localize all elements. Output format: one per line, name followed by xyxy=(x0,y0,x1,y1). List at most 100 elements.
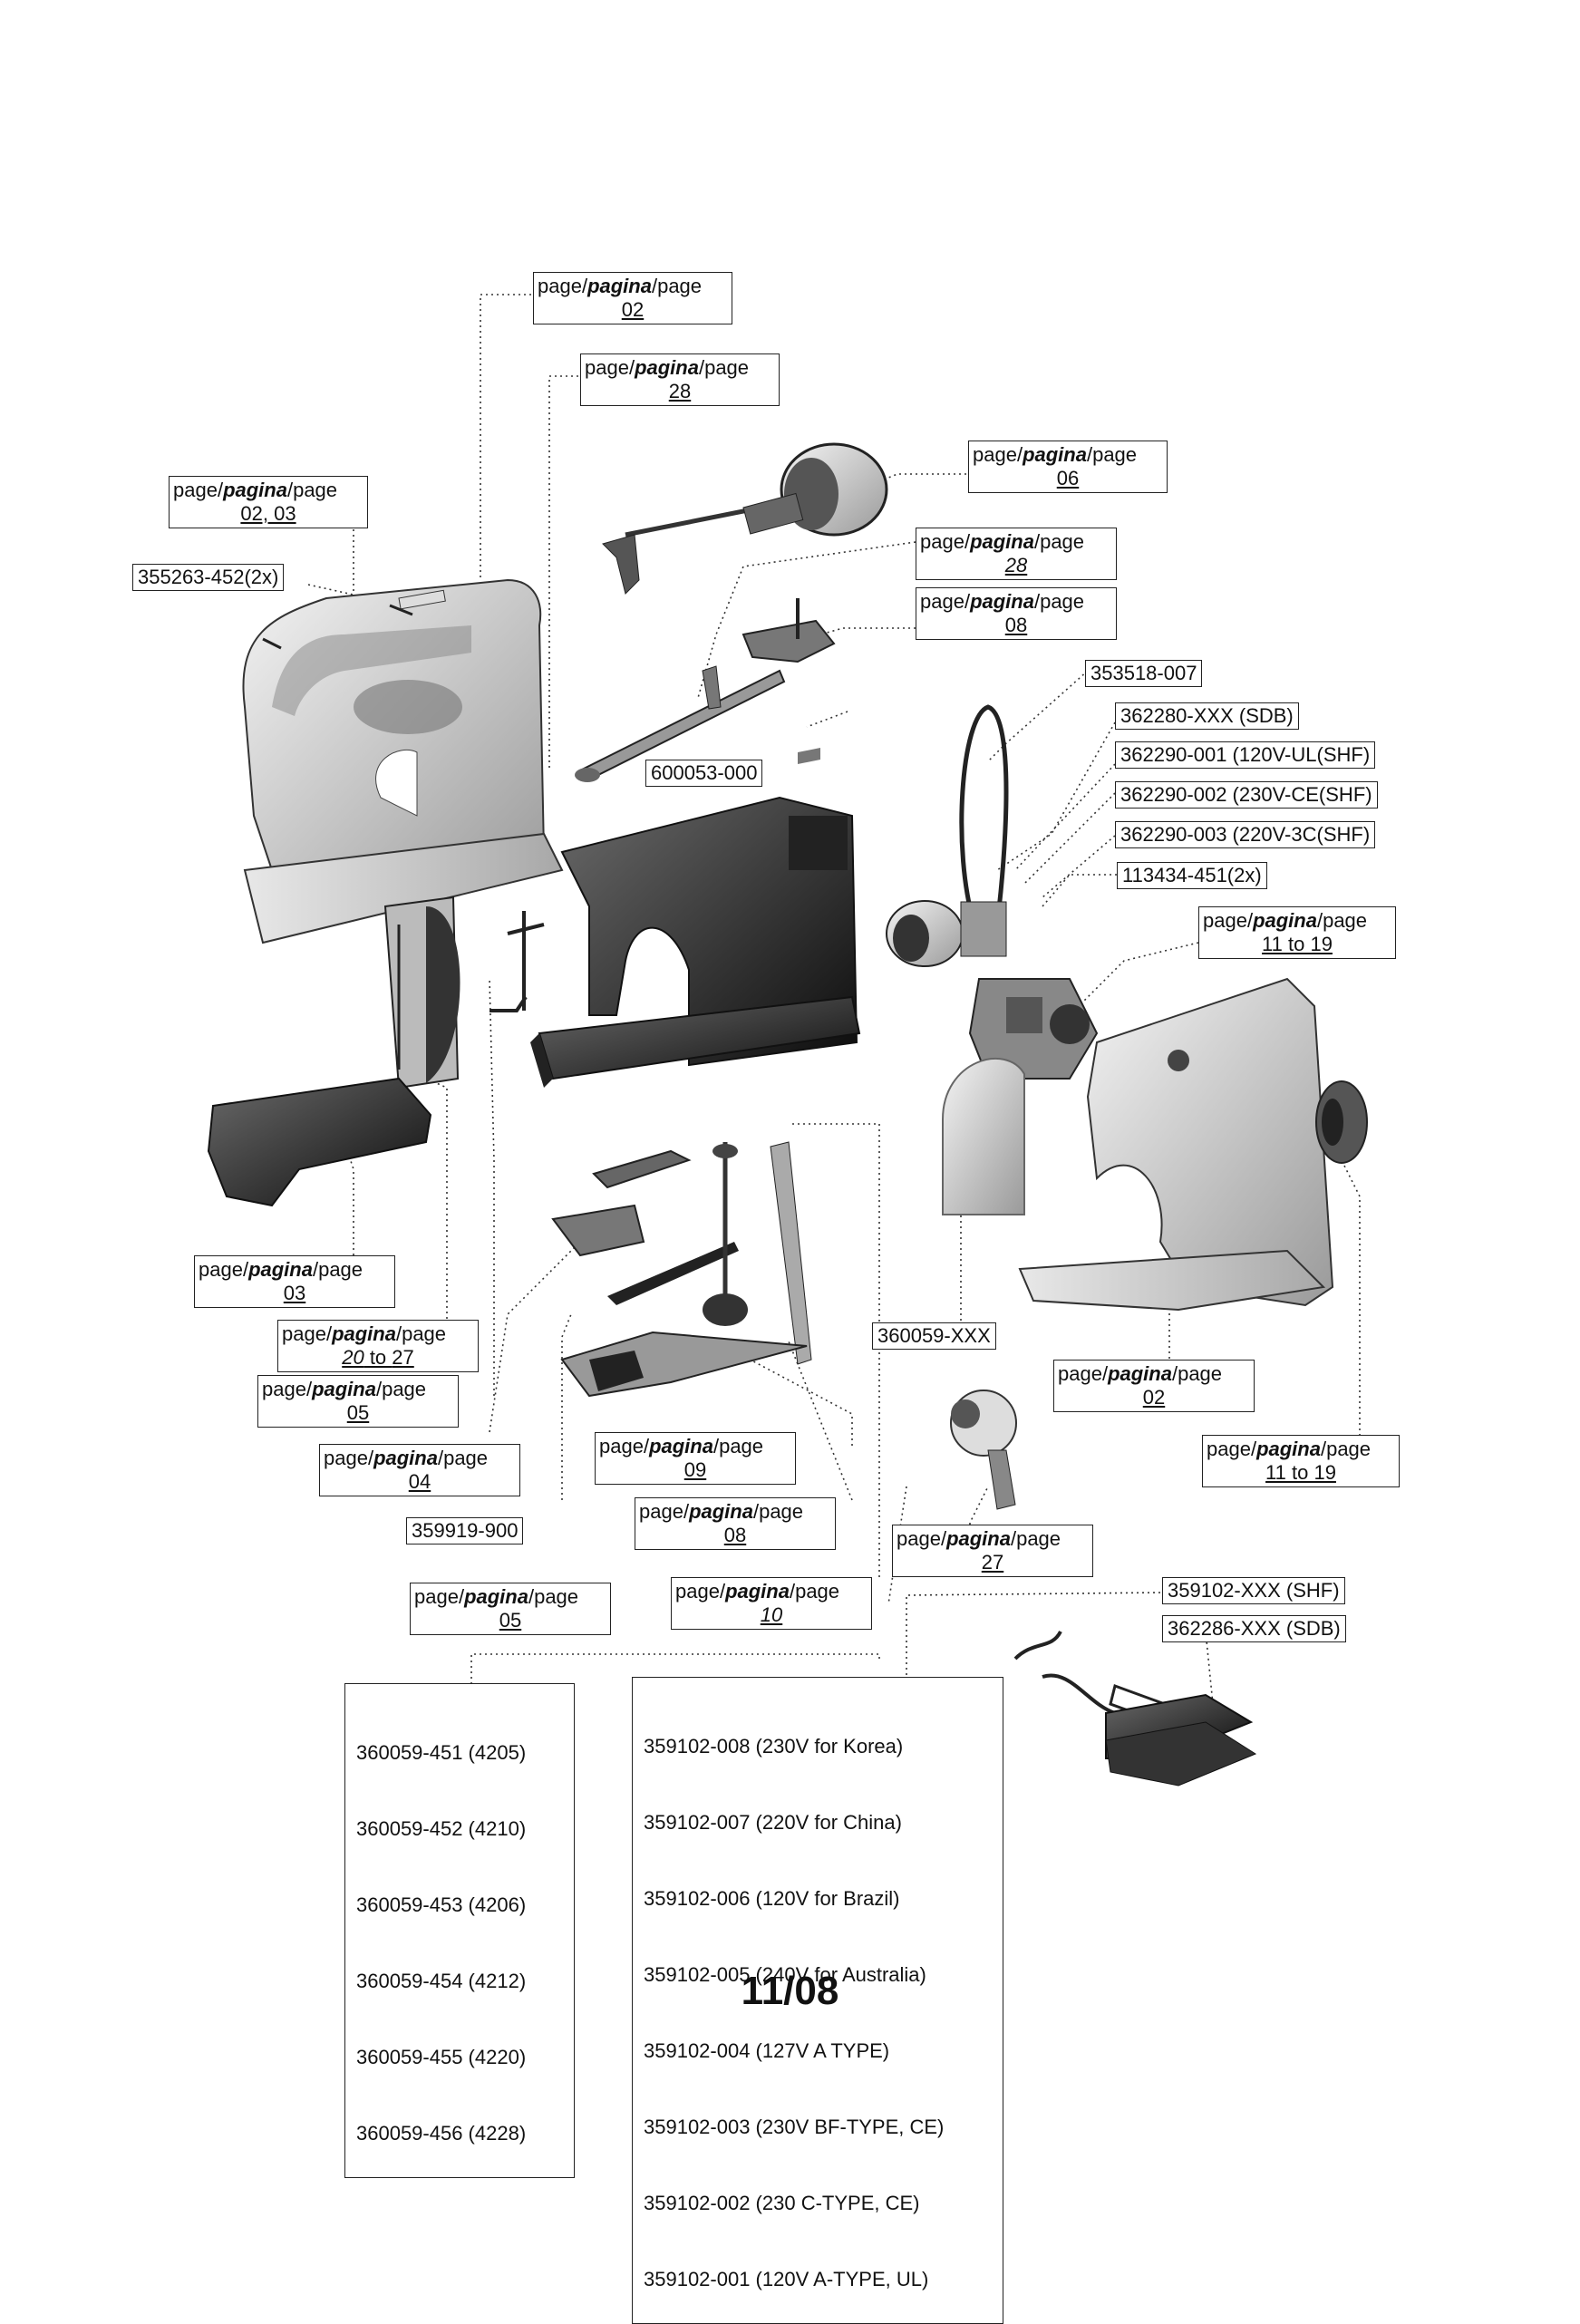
part-pedal-shf: 359102-XXX (SHF) xyxy=(1162,1577,1345,1604)
ref-mid: pagina xyxy=(970,590,1034,613)
ref-mid: pagina xyxy=(1023,443,1087,466)
main-frame-illustration xyxy=(530,796,861,1088)
page-ref-base-left: page/pagina/page 03 xyxy=(194,1255,395,1308)
ref-suffix: /page xyxy=(1171,1362,1223,1385)
ref-mid: pagina xyxy=(587,275,652,297)
list-item: 359102-006 (120V for Brazil) xyxy=(644,1887,900,1910)
ref-mid: pagina xyxy=(1256,1438,1321,1460)
ref-mid: pagina xyxy=(248,1258,313,1281)
ref-suffix: /page xyxy=(312,1258,363,1281)
main-housing-illustration xyxy=(1018,977,1334,1312)
ref-suffix: /page xyxy=(437,1447,489,1469)
list-item: 359102-005 (240V for Australia) xyxy=(644,1963,926,1986)
ref-prefix: page/ xyxy=(324,1447,374,1469)
page-ref-front-cover: page/pagina/page 02 xyxy=(1053,1360,1255,1412)
list-item: 360059-451 (4205) xyxy=(356,1741,527,1764)
ref-page-number: 08 xyxy=(1004,614,1028,636)
page-ref-handwheel: page/pagina/page 11 to 19 xyxy=(1202,1435,1400,1487)
ref-mid: pagina xyxy=(689,1500,753,1523)
page-ref-mechanism-right: page/pagina/page 11 to 19 xyxy=(1198,906,1396,959)
part-motor-ul: 362290-001 (120V-UL(SHF) xyxy=(1115,741,1376,769)
page-ref-motor: page/pagina/page 06 xyxy=(968,441,1168,493)
part-motor-sdb: 362280-XXX (SDB) xyxy=(1115,702,1299,730)
list-item: 359102-007 (220V for China) xyxy=(644,1811,902,1834)
base-cover-illustration xyxy=(207,1077,432,1207)
list-item: 360059-453 (4206) xyxy=(356,1893,527,1916)
mechanism-illustration xyxy=(968,978,1099,1080)
ref-page-number: 08 xyxy=(723,1524,747,1546)
ref-suffix: /page xyxy=(375,1378,427,1400)
ref-page-number: 27 xyxy=(981,1551,1004,1574)
ref-mid: pagina xyxy=(1108,1362,1172,1385)
ref-suffix: /page xyxy=(286,479,338,501)
belt-illustration xyxy=(959,704,1009,925)
list-item: 359102-003 (230V BF-TYPE, CE) xyxy=(644,2116,945,2138)
ref-page-number-end: 27 xyxy=(392,1346,414,1369)
list-item: 359102-001 (120V A-TYPE, UL) xyxy=(644,2268,929,2290)
ref-page-number: 02 xyxy=(621,298,645,321)
ref-suffix: /page xyxy=(1033,530,1085,553)
top-cover-illustration xyxy=(242,578,564,944)
ref-mid: pagina xyxy=(373,1447,438,1469)
ref-page-number: 05 xyxy=(346,1401,370,1424)
ref-prefix: page/ xyxy=(262,1378,313,1400)
ref-prefix: page/ xyxy=(414,1585,465,1608)
ref-prefix: page/ xyxy=(282,1322,333,1345)
list-item: 360059-454 (4212) xyxy=(356,1970,527,1992)
part-screw: 355263-452(2x) xyxy=(132,564,285,591)
ref-prefix: page/ xyxy=(538,275,588,297)
part-face-cover: 360059-XXX xyxy=(872,1322,996,1350)
ref-suffix: /page xyxy=(1316,909,1368,932)
ref-prefix: page/ xyxy=(920,590,971,613)
ref-mid: pagina xyxy=(970,530,1034,553)
part-pedal-sdb: 362286-XXX (SDB) xyxy=(1162,1615,1346,1642)
ref-page-number: 04 xyxy=(408,1470,431,1493)
ref-page-number: 09 xyxy=(683,1458,707,1481)
ref-page-number: 11 to 19 xyxy=(1265,1461,1336,1484)
ref-mid: pagina xyxy=(946,1527,1011,1550)
ref-suffix: /page xyxy=(789,1580,840,1603)
page-ref-upper-center: page/pagina/page 28 xyxy=(580,353,780,406)
page-ref-bottom-center: page/pagina/page 10 xyxy=(671,1577,872,1630)
presser-bar-illustration xyxy=(490,911,545,1012)
foot-pedal-illustration xyxy=(1013,1630,1257,1787)
page-ref-hook: page/pagina/page 09 xyxy=(595,1432,796,1485)
ref-prefix: page/ xyxy=(1203,909,1254,932)
ref-prefix: page/ xyxy=(897,1527,947,1550)
ref-prefix: page/ xyxy=(585,356,635,379)
ref-mid: pagina xyxy=(464,1585,528,1608)
part-motor-3c: 362290-003 (220V-3C(SHF) xyxy=(1115,821,1376,848)
ref-prefix: page/ xyxy=(1207,1438,1257,1460)
page-ref-feed: page/pagina/page 04 xyxy=(319,1444,520,1496)
page-number-footer: 11/08 xyxy=(741,1969,839,2013)
ref-page-number: 02 xyxy=(1142,1386,1166,1409)
part-belt: 353518-007 xyxy=(1085,660,1203,687)
ref-prefix: page/ xyxy=(1058,1362,1109,1385)
bobbin-winder-illustration xyxy=(950,1390,1017,1510)
bracket-illustration xyxy=(742,598,836,663)
page-ref-lever: page/pagina/page 08 xyxy=(635,1497,836,1550)
ref-suffix: /page xyxy=(1086,443,1138,466)
ref-suffix: /page xyxy=(395,1322,447,1345)
ref-prefix: page/ xyxy=(199,1258,249,1281)
ref-prefix: page/ xyxy=(639,1500,690,1523)
ref-page-number: 02, 03 xyxy=(240,502,296,525)
page-ref-needle-bar: page/pagina/page 20 to 27 xyxy=(277,1320,479,1372)
face-cover-variant-list: 360059-451 (4205) 360059-452 (4210) 3600… xyxy=(344,1683,575,2178)
ref-mid: pagina xyxy=(1253,909,1317,932)
ref-mid: pagina xyxy=(725,1580,790,1603)
ref-suffix: /page xyxy=(1010,1527,1061,1550)
ref-page-number: 05 xyxy=(499,1609,522,1632)
ref-mid: pagina xyxy=(223,479,287,501)
ref-page-number: 28 xyxy=(1004,554,1028,576)
ref-suffix: /page xyxy=(712,1435,764,1457)
leader-lines xyxy=(307,294,1361,1723)
page-ref-bottom-left: page/pagina/page 05 xyxy=(410,1583,611,1635)
part-needle-plate: 359919-900 xyxy=(406,1517,524,1544)
part-motor-ce: 362290-002 (230V-CE(SHF) xyxy=(1115,781,1378,809)
ref-suffix: /page xyxy=(528,1585,579,1608)
ref-prefix: page/ xyxy=(173,479,224,501)
ref-prefix: page/ xyxy=(675,1580,726,1603)
screw-illustration xyxy=(262,604,413,650)
face-cover-illustration xyxy=(942,1058,1025,1215)
